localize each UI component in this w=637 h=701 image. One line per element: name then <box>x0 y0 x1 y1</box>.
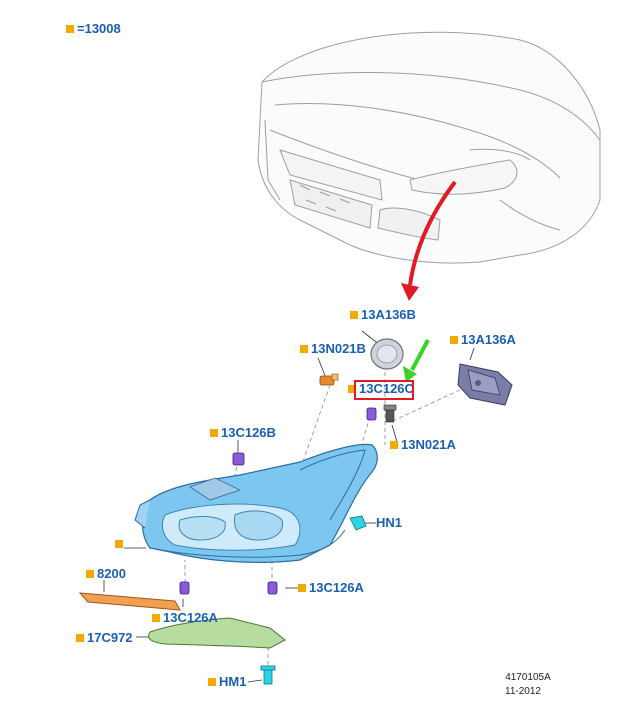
legend-label: =13008 <box>66 21 121 37</box>
callout-square-icon <box>450 336 458 344</box>
red-location-arrow <box>408 180 457 286</box>
figure-number: 4170105A <box>505 672 551 683</box>
callout-square-icon <box>348 385 356 393</box>
callout-text: 13A136B <box>361 307 416 322</box>
callout-square-icon <box>66 25 74 33</box>
callout-text: 13C126A <box>309 580 364 595</box>
red-arrow-head <box>401 283 419 301</box>
green-indicator-arrow <box>410 339 430 371</box>
callout-square-icon <box>210 429 218 437</box>
callout-8200[interactable]: 8200 <box>86 566 126 582</box>
cover-13A136A <box>457 363 513 406</box>
highlight-box <box>354 380 414 400</box>
bulb-13N021B <box>319 373 339 386</box>
reflector-8200 <box>78 592 181 611</box>
hn1-part <box>349 515 367 531</box>
callout-text: 13N021B <box>311 341 366 356</box>
callout-text: HN1 <box>376 515 403 530</box>
callout-square-icon <box>115 540 123 548</box>
callout-square-icon <box>390 441 398 449</box>
callout-text: 13C126A <box>163 610 218 625</box>
callout-square-icon <box>208 678 216 686</box>
callout-text: 8200 <box>97 566 126 581</box>
callout-13C126B[interactable]: 13C126B <box>210 425 276 441</box>
callout-square-icon <box>298 584 306 592</box>
callout-square-icon <box>350 311 358 319</box>
callout-HM1[interactable]: HM1 <box>208 674 246 690</box>
callout-HN1[interactable]: HN1 <box>376 515 402 531</box>
leader-lines <box>184 365 461 665</box>
figure-date: 11-2012 <box>505 686 541 697</box>
headlamp-assembly <box>134 443 378 563</box>
callout-13A136B[interactable]: 13A136B <box>350 307 416 323</box>
callout-square-icon <box>76 634 84 642</box>
bulb-13N021A <box>383 404 397 423</box>
callout-13A136A[interactable]: 13A136A <box>450 332 516 348</box>
callout-square-icon <box>86 570 94 578</box>
legend-text: =13008 <box>77 21 121 36</box>
bracket-17C972 <box>148 617 286 649</box>
callout-13C126A-right[interactable]: 13C126A <box>298 580 364 596</box>
callout-text: 13C126C <box>359 381 414 396</box>
callout-text: 17C972 <box>87 630 133 645</box>
callout-13008-marker[interactable] <box>115 540 126 548</box>
callout-13C126C[interactable]: 13C126C <box>348 381 414 397</box>
callout-13N021A[interactable]: 13N021A <box>390 437 456 453</box>
callout-17C972[interactable]: 17C972 <box>76 630 133 646</box>
callout-text: 13C126B <box>221 425 276 440</box>
callout-13C126A-lower[interactable]: 13C126A <box>152 610 218 626</box>
green-arrow-head <box>403 366 417 382</box>
clips-13C126 <box>179 407 377 595</box>
callout-text: 13N021A <box>401 437 456 452</box>
callout-square-icon <box>300 345 308 353</box>
callout-text: HM1 <box>219 674 247 689</box>
callout-square-icon <box>152 614 160 622</box>
callout-text: 13A136A <box>461 332 516 347</box>
bolt-HM1 <box>260 665 276 685</box>
callout-13N021B[interactable]: 13N021B <box>300 341 366 357</box>
